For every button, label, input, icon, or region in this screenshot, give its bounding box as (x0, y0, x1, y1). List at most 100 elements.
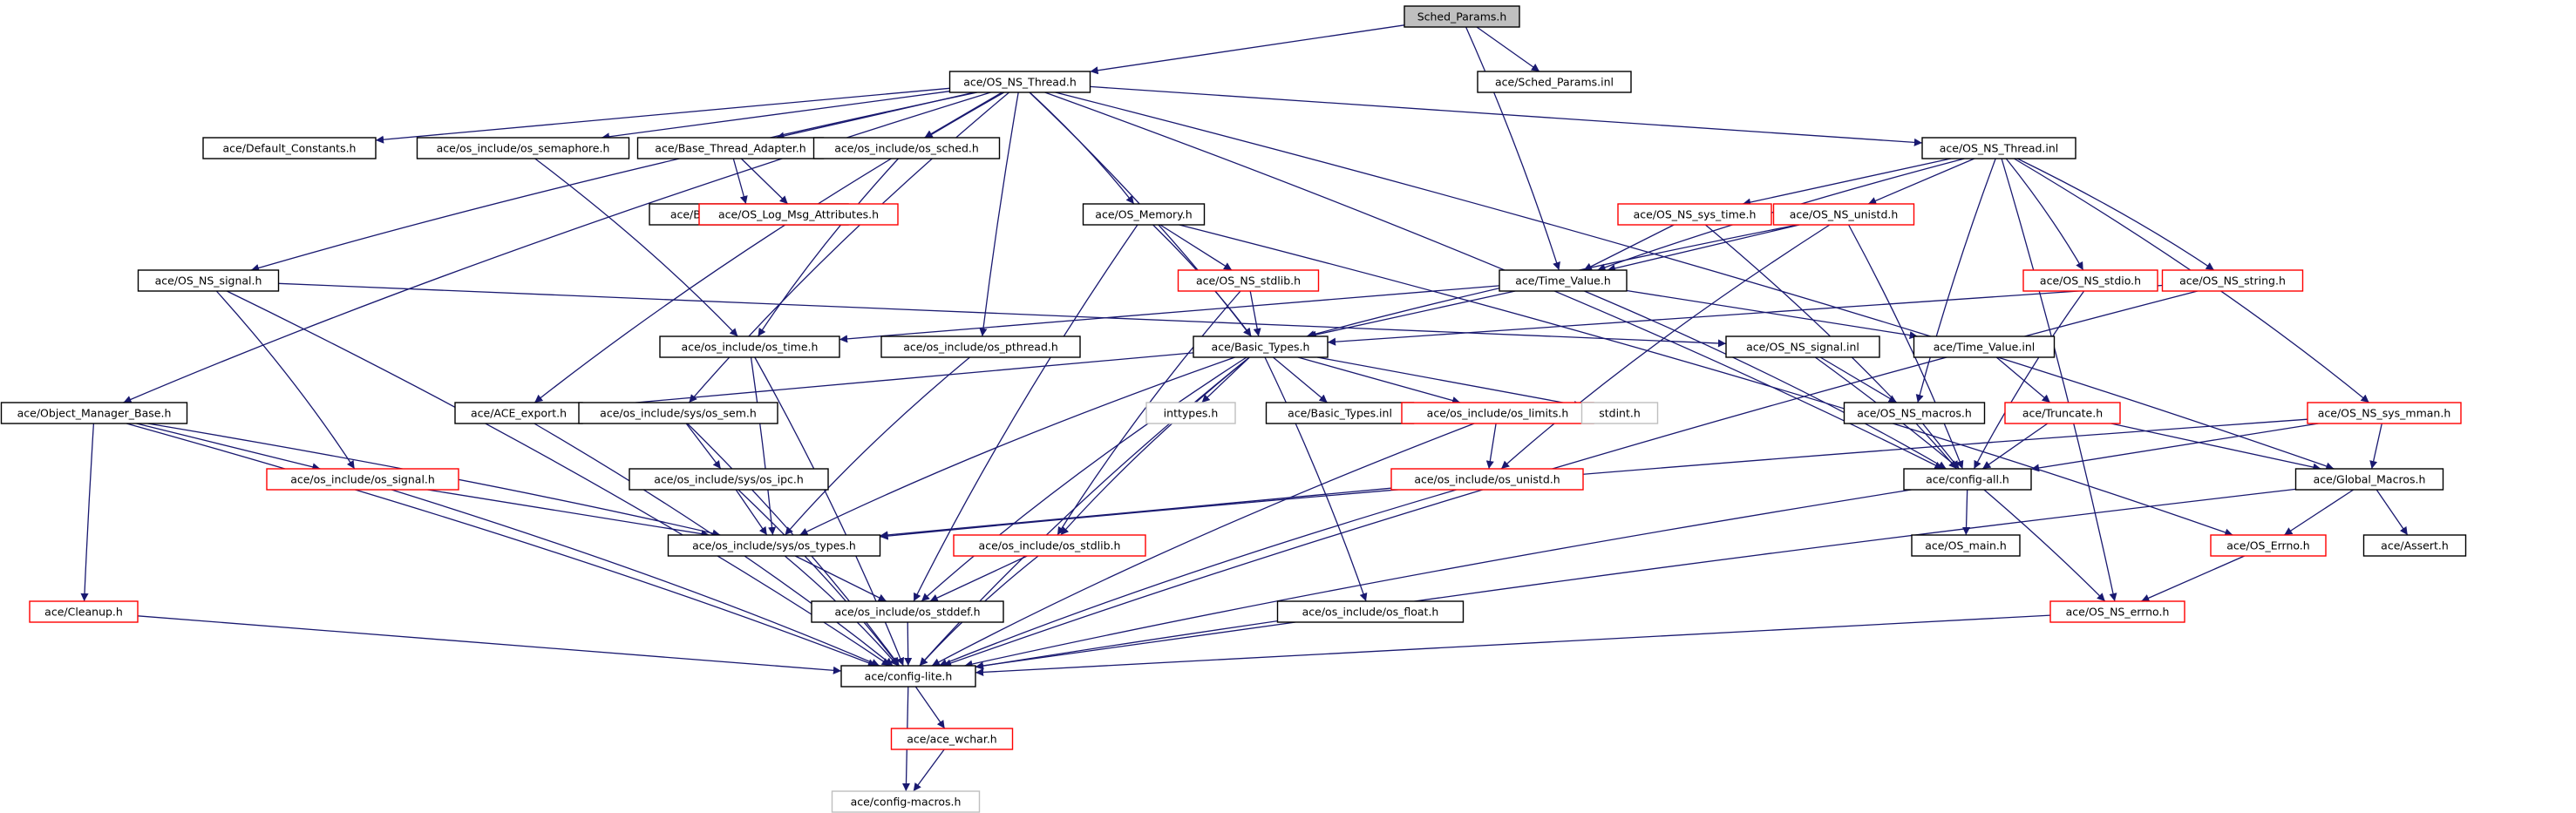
node-box (2004, 402, 2121, 424)
node-os-log-msg-attributes-h[interactable]: ace/OS_Log_Msg_Attributes.h (698, 203, 899, 226)
node-os-ns-thread-h[interactable]: ace/OS_NS_Thread.h (948, 71, 1091, 93)
node-config-all-h[interactable]: ace/config-all.h (1903, 468, 2032, 491)
node-os-main-h[interactable]: ace/OS_main.h (1911, 534, 2021, 557)
node-time-value-h[interactable]: ace/Time_Value.h (1499, 269, 1628, 292)
node-os-limits-h[interactable]: ace/os_include/os_limits.h (1401, 402, 1594, 424)
node-label: ace/OS_NS_Thread.inl (1940, 142, 2059, 155)
edge-os_limits_h-to-os_unistd_h (1485, 423, 1497, 470)
node-box (2022, 269, 2158, 292)
node-ace-export-h[interactable]: ace/ACE_export.h (454, 402, 583, 424)
node-os-float-h[interactable]: ace/os_include/os_float.h (1276, 600, 1465, 623)
node-os-ns-thread-inl[interactable]: ace/OS_NS_Thread.inl (1921, 137, 2076, 159)
edge-os_ns_thread_inl-to-os_ns_errno_h (2001, 158, 2117, 602)
node-label: ace/OS_NS_stdlib.h (1196, 274, 1301, 288)
edge-object_manager_base_h-to-cleanup_h (80, 423, 95, 602)
node-box (1390, 468, 1584, 491)
edge-os_memory_h-to-os_ns_stdlib_h (1159, 224, 1233, 271)
node-os-sem-h[interactable]: ace/os_include/sys/os_sem.h (578, 402, 778, 424)
edge-truncate_h-to-global_macros_h (2110, 423, 2321, 471)
node-os-signal-h[interactable]: ace/os_include/os_signal.h (266, 468, 459, 491)
node-os-errno-h[interactable]: ace/OS_Errno.h (2210, 534, 2327, 557)
node-config-lite-h[interactable]: ace/config-lite.h (840, 665, 976, 688)
node-os-time-h[interactable]: ace/os_include/os_time.h (659, 335, 840, 358)
edge-object_manager_base_h-to-config_lite_h (126, 423, 877, 667)
node-box (2161, 269, 2304, 292)
node-label: ace/os_include/os_stddef.h (834, 606, 980, 619)
node-object-manager-base-h[interactable]: ace/Object_Manager_Base.h (0, 402, 188, 424)
node-base-thread-adapter-h[interactable]: ace/Base_Thread_Adapter.h (636, 137, 825, 159)
node-basic-types-h[interactable]: ace/Basic_Types.h (1193, 335, 1329, 358)
edge-os_ipc_h-to-config_lite_h (737, 489, 900, 667)
node-box (659, 335, 840, 358)
node-os-stdlib-h[interactable]: ace/os_include/os_stdlib.h (953, 534, 1146, 557)
node-label: ace/OS_NS_stdio.h (2040, 274, 2141, 288)
node-label: ace/ace_wchar.h (907, 733, 996, 746)
node-box (1725, 335, 1880, 358)
edge-os_time_h-to-config_lite_h (754, 356, 905, 667)
node-os-types-h[interactable]: ace/os_include/sys/os_types.h (667, 534, 881, 557)
node-cleanup-h[interactable]: ace/Cleanup.h (29, 600, 139, 623)
node-os-pthread-h[interactable]: ace/os_include/os_pthread.h (880, 335, 1081, 358)
edge-basic_types_h-to-config_lite_h (919, 356, 1250, 667)
node-box (811, 600, 1004, 623)
node-time-value-inl[interactable]: ace/Time_Value.inl (1913, 335, 2056, 358)
node-box (1193, 335, 1329, 358)
node-os-ipc-h[interactable]: ace/os_include/sys/os_ipc.h (629, 468, 829, 491)
node-inttypes-h[interactable]: inttypes.h (1145, 402, 1236, 424)
node-box (1177, 269, 1320, 292)
edge-os_ns_signal_inl-to-os_ns_macros_h (1819, 356, 1898, 403)
node-sched-params-h[interactable]: Sched_Params.h (1404, 5, 1520, 28)
node-default-constants-h[interactable]: ace/Default_Constants.h (202, 137, 377, 159)
node-global-macros-h[interactable]: ace/Global_Macros.h (2294, 468, 2444, 491)
node-box (1843, 402, 1986, 424)
edge-os_ns_thread_inl-to-os_ns_macros_h (1915, 158, 1996, 403)
edge-os_ns_sys_mman_h-to-global_macros_h (2369, 423, 2382, 470)
node-box (266, 468, 459, 491)
edge-os_signal_h-to-os_types_h (427, 489, 710, 539)
node-os-ns-sys-time-h[interactable]: ace/OS_NS_sys_time.h (1617, 203, 1772, 226)
edge-config_lite_h-to-ace_wchar_h (914, 686, 946, 729)
edge-sched_params_h-to-sched_params_inl (1476, 26, 1540, 72)
node-assert-h[interactable]: ace/Assert.h (2362, 534, 2467, 557)
edge-basic_types_h-to-stdint_h (1316, 356, 1582, 409)
node-os-ns-errno-h[interactable]: ace/OS_NS_errno.h (2049, 600, 2185, 623)
node-stdint-h[interactable]: stdint.h (1580, 402, 1659, 424)
node-sched-params-inl[interactable]: ace/Sched_Params.inl (1477, 71, 1632, 93)
edge-os_ns_thread_inl-to-os_ns_unistd_h (1867, 158, 1975, 205)
node-os-ns-sys-mman-h[interactable]: ace/OS_NS_sys_mman.h (2307, 402, 2462, 424)
node-box (0, 402, 188, 424)
node-label: ace/Global_Macros.h (2314, 473, 2426, 486)
node-box (1499, 269, 1628, 292)
node-label: ace/OS_Log_Msg_Attributes.h (718, 208, 879, 221)
node-box (880, 335, 1081, 358)
node-box (202, 137, 377, 159)
node-label: ace/OS_NS_Thread.h (963, 76, 1077, 89)
node-os-memory-h[interactable]: ace/OS_Memory.h (1082, 203, 1206, 226)
edge-os_ns_thread_h-to-os_ns_signal_h (250, 91, 978, 272)
node-os-semaphore-h[interactable]: ace/os_include/os_semaphore.h (416, 137, 630, 159)
node-os-ns-string-h[interactable]: ace/OS_NS_string.h (2161, 269, 2304, 292)
edge-global_macros_h-to-os_errno_h (2283, 489, 2355, 536)
node-os-ns-signal-inl[interactable]: ace/OS_NS_signal.inl (1725, 335, 1880, 358)
node-os-unistd-h[interactable]: ace/os_include/os_unistd.h (1390, 468, 1584, 491)
node-box (2362, 534, 2467, 557)
node-label: ace/Sched_Params.inl (1495, 76, 1614, 89)
node-os-stddef-h[interactable]: ace/os_include/os_stddef.h (811, 600, 1004, 623)
node-box (29, 600, 139, 623)
node-os-sched-h[interactable]: ace/os_include/os_sched.h (812, 137, 1001, 159)
node-os-ns-signal-h[interactable]: ace/OS_NS_signal.h (137, 269, 280, 292)
node-os-ns-macros-h[interactable]: ace/OS_NS_macros.h (1843, 402, 1986, 424)
node-basic-types-inl[interactable]: ace/Basic_Types.inl (1265, 402, 1415, 424)
node-os-ns-unistd-h[interactable]: ace/OS_NS_unistd.h (1772, 203, 1915, 226)
node-box (948, 71, 1091, 93)
node-box (812, 137, 1001, 159)
node-os-ns-stdio-h[interactable]: ace/OS_NS_stdio.h (2022, 269, 2158, 292)
node-ace-wchar-h[interactable]: ace/ace_wchar.h (890, 728, 1014, 750)
edge-os_float_h-to-config_lite_h (975, 621, 1296, 670)
node-label: Sched_Params.h (1417, 10, 1507, 24)
node-truncate-h[interactable]: ace/Truncate.h (2004, 402, 2121, 424)
node-os-ns-stdlib-h[interactable]: ace/OS_NS_stdlib.h (1177, 269, 1320, 292)
node-label: ace/OS_NS_signal.h (155, 274, 262, 288)
node-config-macros-h[interactable]: ace/config-macros.h (831, 790, 981, 813)
node-box (667, 534, 881, 557)
